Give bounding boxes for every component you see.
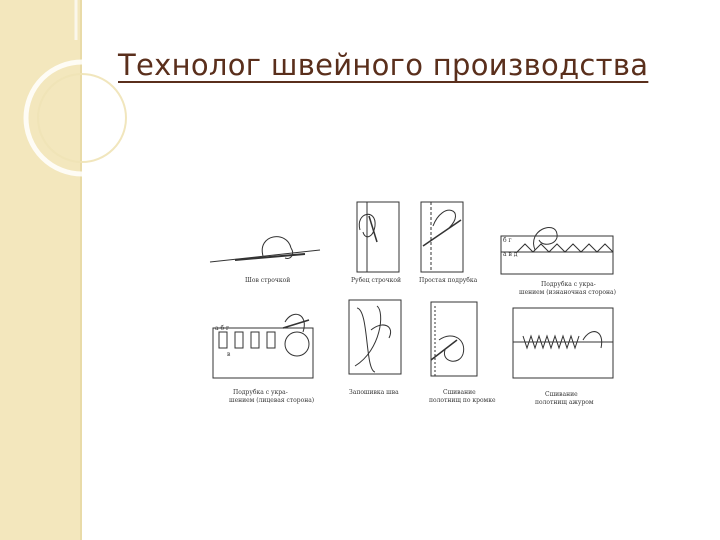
sewing-stitches-figure: Шов строчкой Рубец строчкой Простая подр…	[209, 201, 616, 406]
felled-seam-illustration	[348, 299, 402, 375]
sidebar-divider	[80, 0, 82, 540]
caption-decorative-hem-front-1: Подрубка с укра-	[233, 389, 288, 396]
caption-edge-joining-2: полотнищ по кромке	[429, 397, 496, 404]
letters-bottom: а в д	[503, 251, 518, 258]
stitch-seam-illustration	[209, 236, 321, 263]
caption-felled-seam: Запошивка шва	[349, 389, 399, 396]
caption-decorative-hem-back-2: шением (изнаночная сторона)	[519, 289, 616, 296]
caption-openwork-joining-1: Сшивание	[545, 391, 578, 398]
caption-edge-joining-1: Сшивание	[443, 389, 476, 396]
decorative-sidebar	[0, 0, 80, 540]
openwork-joining-illustration	[512, 307, 614, 379]
caption-hem-stitch: Рубец строчкой	[351, 277, 401, 284]
caption-simple-hem: Простая подрубка	[419, 277, 478, 284]
caption-seam: Шов строчкой	[245, 277, 290, 284]
caption-openwork-joining-2: полотнищ ажуром	[535, 399, 594, 406]
edge-joining-illustration	[430, 301, 478, 377]
letters-top-2: а б г	[215, 325, 229, 332]
decorative-hem-back-illustration	[500, 226, 614, 275]
letters-bottom-2: в	[227, 351, 231, 358]
caption-decorative-hem-front-2: шением (лицевая сторона)	[229, 397, 314, 404]
letters-top: б г	[503, 237, 512, 244]
slide-title: Технолог швейного производства	[118, 48, 649, 82]
caption-decorative-hem-back-1: Подрубка с укра-	[541, 281, 596, 288]
simple-hem-illustration	[420, 201, 464, 273]
decorative-hem-front-illustration	[212, 313, 314, 379]
hem-stitch-illustration	[356, 201, 400, 273]
decorative-circles	[23, 0, 140, 177]
